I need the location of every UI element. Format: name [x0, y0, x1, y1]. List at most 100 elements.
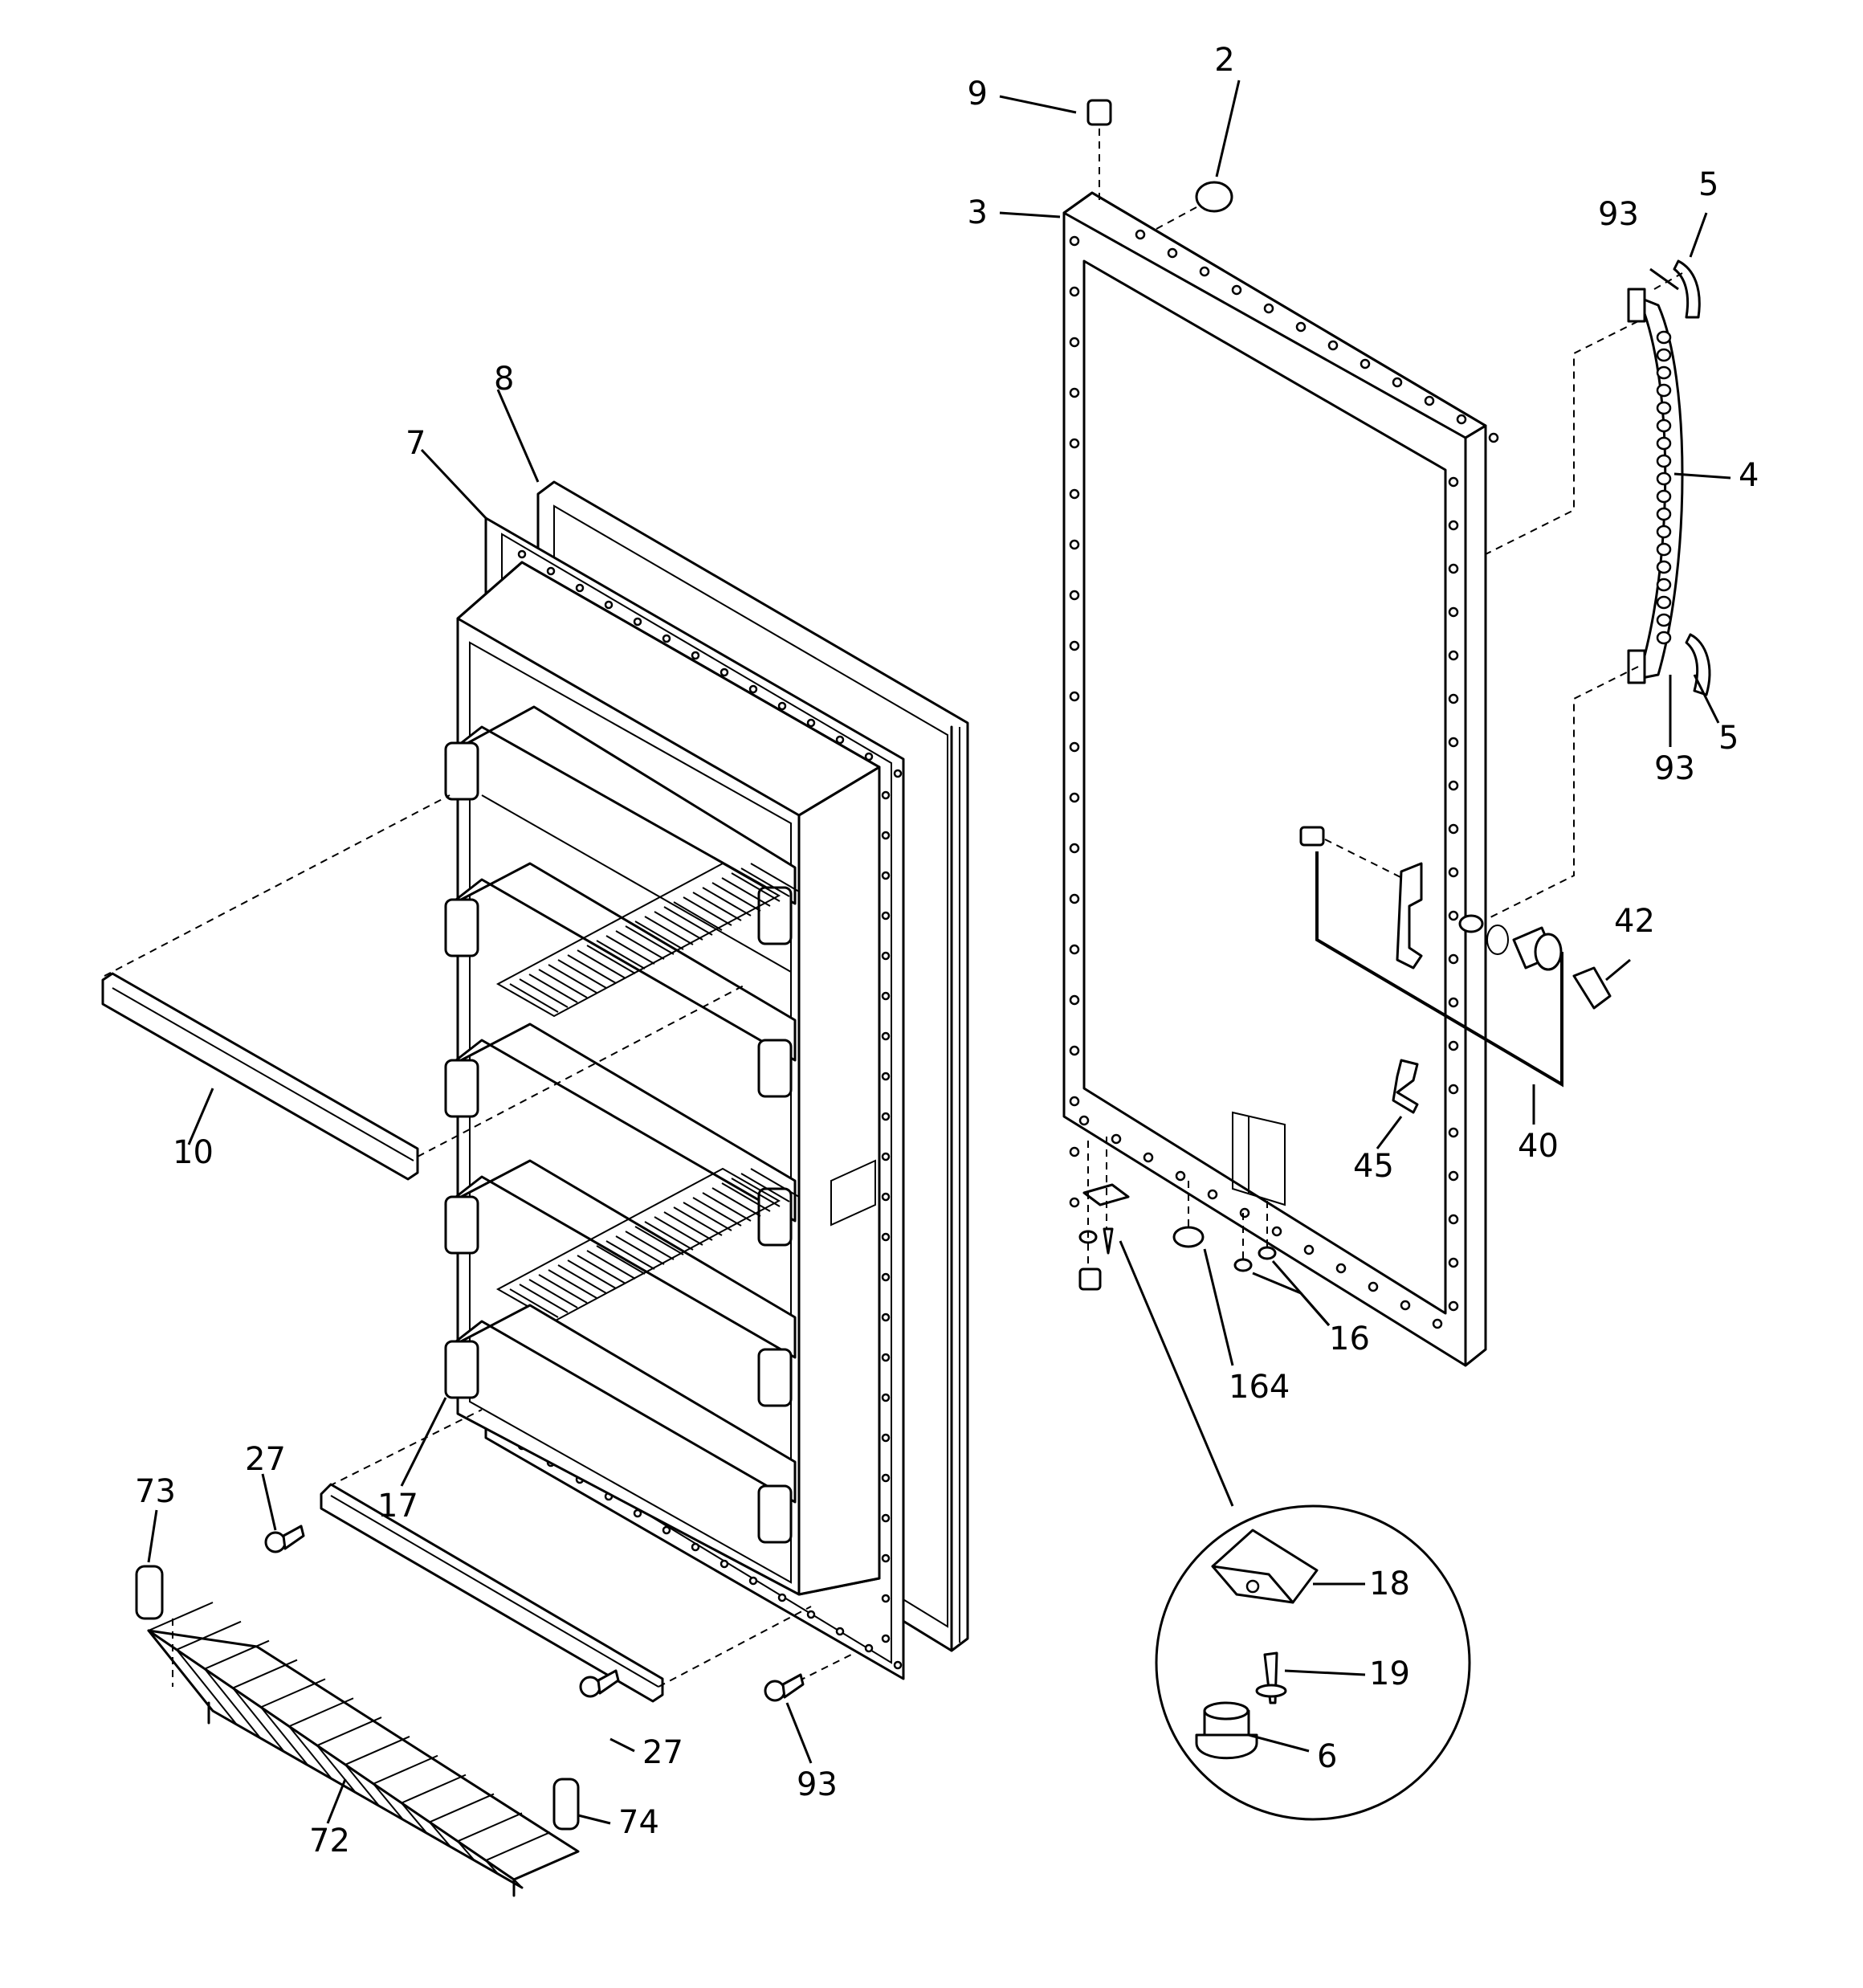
mounting-hole [720, 1559, 729, 1569]
liner-shelf [444, 1023, 797, 1247]
mounting-hole [777, 1593, 787, 1602]
rack-wire [721, 1182, 771, 1212]
mounting-hole [1207, 1189, 1218, 1200]
mounting-hole [1295, 321, 1307, 333]
callout-16: 16 [1329, 1321, 1370, 1357]
liner-shelf [444, 1304, 797, 1544]
mounting-hole [1199, 266, 1210, 277]
basket-wire [260, 1706, 309, 1766]
rack-wire [519, 1284, 569, 1313]
handle-grip-bump [1656, 613, 1672, 627]
mounting-hole [1448, 997, 1459, 1008]
mounting-hole [1069, 1197, 1080, 1208]
mounting-hole [1143, 1152, 1154, 1163]
rack-wire [557, 959, 607, 989]
mounting-hole [1271, 1226, 1282, 1237]
basket-wire [288, 1697, 354, 1728]
mounting-hole [662, 1525, 671, 1535]
handle-grip-bump [1656, 365, 1672, 380]
callout-27-top: 27 [245, 1441, 286, 1478]
mounting-hole [1448, 1040, 1459, 1051]
rack-wire [683, 1202, 732, 1231]
callout-40: 40 [1518, 1128, 1559, 1165]
lock-assembly [1299, 826, 1612, 1114]
basket-wire [457, 1840, 475, 1861]
mounting-hole [748, 684, 758, 694]
callout-19: 19 [1369, 1655, 1410, 1692]
basket-wire [204, 1668, 262, 1739]
basket-wire [176, 1649, 238, 1725]
mounting-hole [1448, 1257, 1459, 1268]
rack-wire [663, 1211, 713, 1241]
basket-wire [457, 1812, 523, 1843]
mounting-hole [1448, 563, 1459, 574]
mounting-hole [1448, 476, 1459, 488]
callout-9: 9 [968, 76, 988, 112]
mounting-hole [1069, 387, 1080, 398]
shelf-rail [101, 794, 748, 1181]
mounting-hole [1448, 823, 1459, 835]
mounting-hole [1448, 953, 1459, 965]
mounting-hole [691, 651, 700, 660]
callout-10: 10 [173, 1134, 214, 1171]
shelf-bar [320, 1409, 852, 1703]
mounting-hole [1069, 944, 1080, 955]
mounting-hole [1069, 488, 1080, 500]
rack-wire [625, 1231, 675, 1260]
handle-grip-bump [1656, 454, 1672, 468]
basket-wire [429, 1793, 495, 1823]
small-hardware [264, 1525, 805, 1702]
liner-shelf [444, 862, 800, 1098]
mounting-hole [1448, 693, 1459, 704]
mounting-hole [1069, 893, 1080, 904]
callout-5-top: 5 [1698, 166, 1718, 203]
handle-grip-bump [1656, 401, 1672, 415]
callout-164: 164 [1229, 1369, 1290, 1406]
callout-7: 7 [406, 425, 426, 462]
basket-wire [176, 1620, 242, 1651]
mounting-hole [881, 951, 891, 961]
handle-grip-bump [1656, 595, 1672, 610]
basket-wire [344, 1736, 410, 1766]
rack-wire [644, 916, 694, 945]
door-handle [1485, 259, 1711, 921]
mounting-hole [1069, 1146, 1080, 1157]
mounting-hole [1069, 691, 1080, 702]
rack-wire [702, 887, 752, 916]
rack-wire [711, 882, 761, 912]
mounting-hole [1448, 867, 1459, 878]
mounting-hole [881, 1232, 891, 1242]
mounting-hole [1069, 843, 1080, 854]
rack-wire [750, 1168, 800, 1198]
mounting-hole [1069, 994, 1080, 1006]
mounting-hole [1456, 414, 1467, 425]
mounting-hole [1069, 1096, 1080, 1107]
rack-wire [528, 974, 578, 1003]
basket-wire [232, 1659, 298, 1689]
mounting-hole [881, 1031, 891, 1041]
mounting-hole [1069, 286, 1080, 297]
mounting-hole [864, 1643, 874, 1653]
rack-wire [711, 1187, 761, 1217]
rack-wire [596, 940, 646, 970]
mounting-hole [881, 991, 891, 1001]
rack-wire [644, 1221, 694, 1251]
handle-grip-bump [1656, 330, 1672, 345]
mounting-hole [881, 831, 891, 840]
basket-wire [316, 1717, 382, 1746]
mounting-hole [1368, 1281, 1379, 1292]
mounting-hole [881, 1272, 891, 1282]
basket-wire [373, 1754, 438, 1785]
callout-42: 42 [1614, 903, 1655, 940]
rack-wire [557, 1264, 607, 1294]
mounting-hole [881, 1594, 891, 1603]
callout-3: 3 [968, 194, 988, 231]
mounting-hole [1111, 1133, 1122, 1145]
rack-wire [538, 1274, 588, 1304]
callout-45: 45 [1353, 1148, 1394, 1185]
rack-wire [509, 1288, 559, 1318]
mounting-hole [1448, 1084, 1459, 1095]
basket-wire [401, 1774, 467, 1804]
mounting-hole [1335, 1263, 1347, 1274]
mounting-hole [1448, 910, 1459, 921]
